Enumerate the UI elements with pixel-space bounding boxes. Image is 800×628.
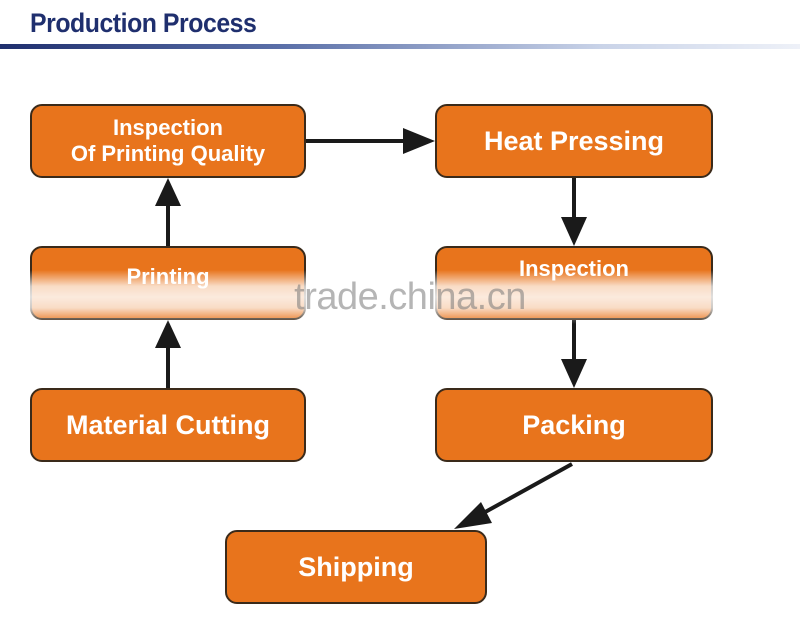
arrow-heat-pressing-to-inspection: [561, 178, 587, 246]
watermark-band: [0, 270, 800, 324]
step-label: Material Cutting: [65, 409, 270, 440]
step-label: Inspection Of Printing Quality: [70, 114, 266, 166]
step-label: Packing: [522, 409, 626, 440]
step-inspection-of-printing-quality: Inspection Of Printing Quality: [30, 104, 306, 178]
step-shipping: Shipping: [225, 530, 487, 604]
title-underline: [0, 44, 800, 49]
step-heat-pressing: Heat Pressing: [435, 104, 713, 178]
arrow-cutting-to-printing: [155, 320, 181, 388]
step-packing: Packing: [435, 388, 713, 462]
arrow-inspection-to-packing: [561, 320, 587, 388]
arrow-inspection-quality-to-heat-pressing: [306, 128, 435, 154]
arrow-packing-to-shipping: [454, 462, 573, 529]
step-label: Shipping: [298, 551, 414, 582]
step-material-cutting: Material Cutting: [30, 388, 306, 462]
step-label: Heat Pressing: [483, 125, 665, 156]
page-title: Production Process: [30, 8, 257, 38]
watermark: trade.china.cn: [294, 276, 526, 318]
arrow-printing-to-inspection-quality: [155, 178, 181, 246]
